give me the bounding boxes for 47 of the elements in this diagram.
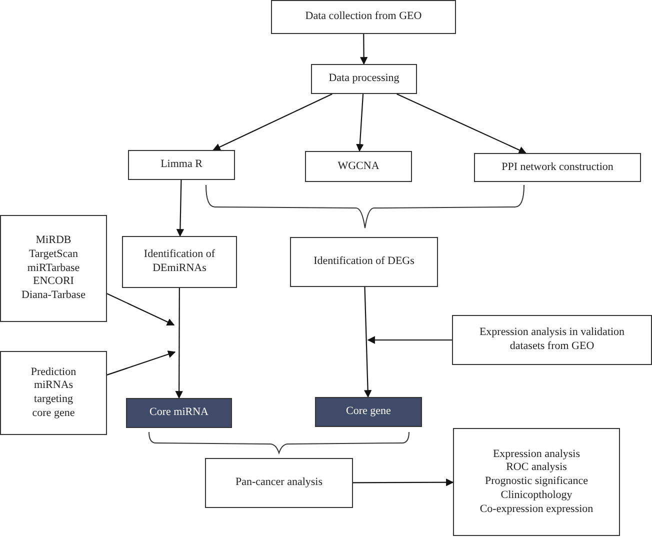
process-box [474,153,641,182]
process-box [0,215,107,322]
box-text: Prediction miRNAs targeting core gene [30,366,78,420]
process-box [122,236,237,288]
process-box [453,428,620,536]
box-text: Expression analysis in validation datasets from GEO [479,326,625,354]
box-text: TargetScan [28,248,78,262]
arrow [367,336,452,344]
box-text: PPI network construction [502,160,614,174]
arrow [360,34,368,65]
box-text: WGCNA [338,160,380,174]
arrow [106,350,176,376]
box-text: Co-expression expression [480,502,594,516]
arrow [364,286,372,398]
arrow [175,288,183,399]
arrow [396,94,526,154]
process-box [0,351,107,435]
box-text: Core miRNA [150,406,208,420]
arrow [176,180,184,237]
process-box [290,237,438,287]
process-box [305,151,412,182]
box-text: Identification of DEGs [314,255,414,269]
box-text: Data processing [328,72,400,86]
box-text: Core gene [346,405,391,419]
process-box [128,150,235,180]
box-text: miRTarbase [27,262,80,276]
highlighted-box [126,398,232,428]
process-box [205,458,353,508]
process-box [452,315,652,365]
process-box [271,0,456,34]
box-text: Diana-Tarbase [22,289,86,303]
process-box [311,64,417,94]
box-text: Pan-cancer analysis [235,476,323,490]
arrow [356,94,364,152]
box-text: MiRDB [36,234,72,248]
box-text: Identification of DEmiRNAs [142,248,216,276]
arrow [353,478,454,486]
box-text: Expression analysis [492,448,580,462]
arrow [212,94,332,151]
box-text: ENCORI [33,275,74,290]
arrow [106,293,175,326]
box-text: Limma R [160,158,202,172]
box-text: ROC analysis [506,461,567,476]
box-text: Clinicopthology [500,488,572,503]
box-text: Data collection from GEO [305,10,422,24]
box-text: Prognostic significance [485,475,588,489]
highlighted-box [315,397,422,427]
